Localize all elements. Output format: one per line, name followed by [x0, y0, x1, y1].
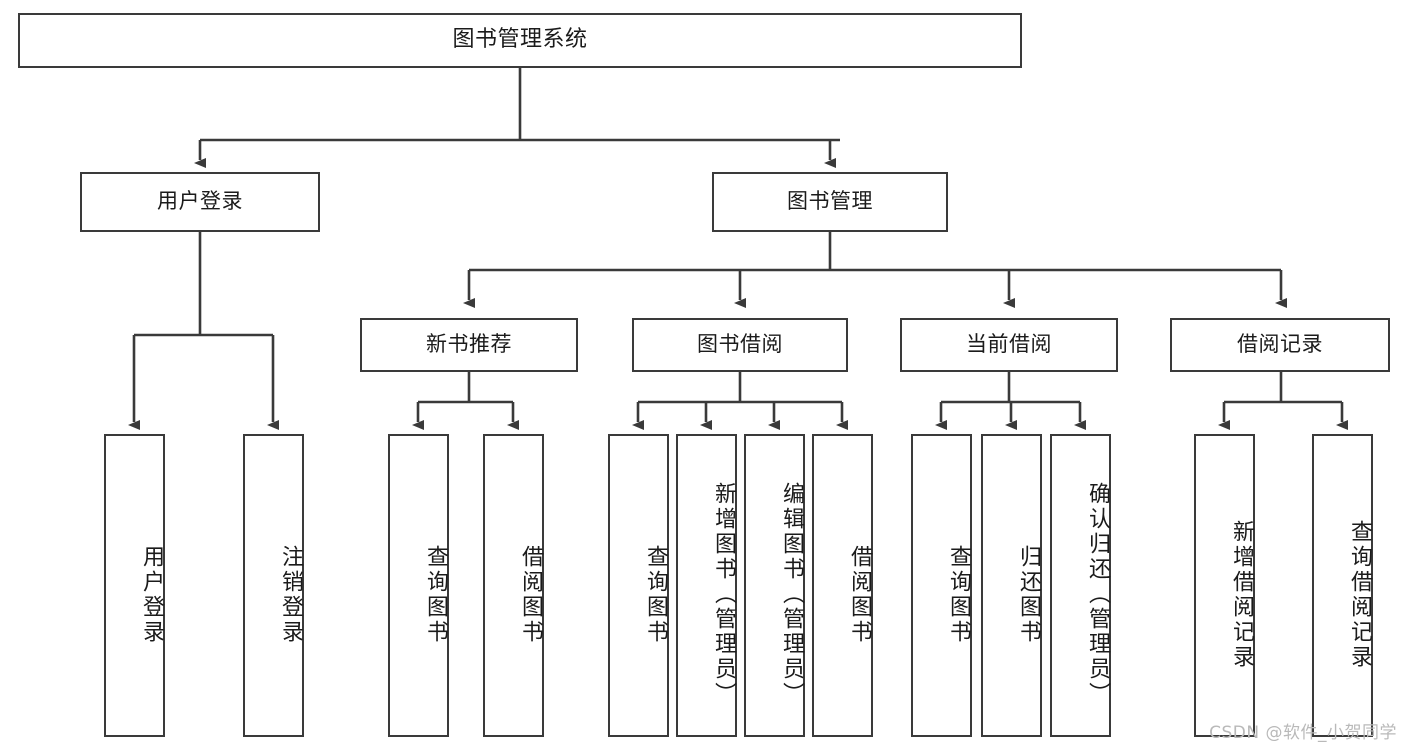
node-leaf-logout-login-label: 注销登录: [278, 544, 303, 645]
node-leaf-return-book[interactable]: 归还图书: [981, 434, 1042, 737]
node-leaf-return-book-label: 归还图书: [1016, 544, 1041, 645]
node-leaf-add-book[interactable]: 新增图书（管理员）: [676, 434, 737, 737]
node-leaf-borrow-book-1[interactable]: 借阅图书: [483, 434, 544, 737]
node-leaf-add-record-label: 新增借阅记录: [1229, 519, 1254, 670]
node-leaf-logout-login[interactable]: 注销登录: [243, 434, 304, 737]
node-book-management-label: 图书管理: [787, 189, 873, 214]
node-leaf-query-book-3-label: 查询图书: [946, 544, 971, 645]
node-leaf-user-login-label: 用户登录: [139, 544, 164, 645]
node-leaf-add-record[interactable]: 新增借阅记录: [1194, 434, 1255, 737]
watermark-text: CSDN @软件_小贺同学: [1209, 723, 1397, 743]
node-book-borrow[interactable]: 图书借阅: [632, 318, 848, 372]
node-leaf-confirm-return[interactable]: 确认归还（管理员）: [1050, 434, 1111, 737]
node-leaf-edit-book-label: 编辑图书（管理员）: [779, 482, 804, 707]
node-root-label: 图书管理系统: [452, 27, 588, 53]
node-leaf-borrow-book-2-label: 借阅图书: [847, 544, 872, 645]
node-root[interactable]: 图书管理系统: [18, 13, 1022, 68]
node-new-book-recommend[interactable]: 新书推荐: [360, 318, 578, 372]
node-leaf-edit-book[interactable]: 编辑图书（管理员）: [744, 434, 805, 737]
node-leaf-confirm-return-label: 确认归还（管理员）: [1085, 482, 1110, 707]
node-leaf-query-book-3[interactable]: 查询图书: [911, 434, 972, 737]
node-leaf-query-record[interactable]: 查询借阅记录: [1312, 434, 1373, 737]
node-book-borrow-label: 图书借阅: [697, 332, 783, 357]
node-current-borrow[interactable]: 当前借阅: [900, 318, 1118, 372]
node-leaf-add-book-label: 新增图书（管理员）: [711, 482, 736, 707]
node-leaf-borrow-book-2[interactable]: 借阅图书: [812, 434, 873, 737]
node-leaf-query-book-1[interactable]: 查询图书: [388, 434, 449, 737]
node-user-login-label: 用户登录: [157, 189, 243, 214]
node-leaf-query-book-2[interactable]: 查询图书: [608, 434, 669, 737]
node-new-book-recommend-label: 新书推荐: [426, 332, 512, 357]
node-leaf-query-book-2-label: 查询图书: [643, 544, 668, 645]
node-leaf-user-login[interactable]: 用户登录: [104, 434, 165, 737]
node-current-borrow-label: 当前借阅: [966, 332, 1052, 357]
node-leaf-query-record-label: 查询借阅记录: [1347, 519, 1372, 670]
node-leaf-borrow-book-1-label: 借阅图书: [518, 544, 543, 645]
node-book-management[interactable]: 图书管理: [712, 172, 948, 232]
node-borrow-record[interactable]: 借阅记录: [1170, 318, 1390, 372]
node-borrow-record-label: 借阅记录: [1237, 332, 1323, 357]
node-user-login[interactable]: 用户登录: [80, 172, 320, 232]
node-leaf-query-book-1-label: 查询图书: [423, 544, 448, 645]
